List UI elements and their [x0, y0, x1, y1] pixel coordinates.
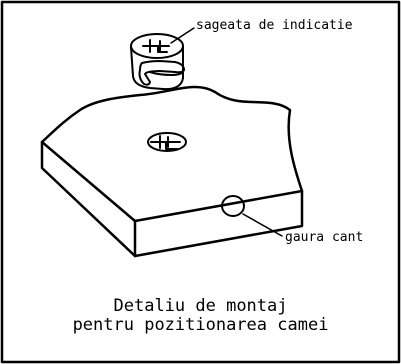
arrow-indicator-leader: [170, 27, 195, 44]
board-top-surface: [40, 85, 304, 223]
cam-body: [130, 46, 184, 91]
cam-fitting: [130, 33, 185, 91]
board-left-face: [40, 140, 137, 258]
cam-slot-inner: [149, 71, 184, 76]
edge-hole-leader: [242, 213, 283, 237]
board: [40, 85, 304, 258]
board-front-face: [133, 189, 304, 258]
cam-top-marking: [142, 39, 170, 53]
edge-hole-label: gaura cant: [285, 230, 364, 245]
cam-slot: [138, 60, 185, 86]
surface-hole: [147, 132, 187, 152]
caption-line-1: Detaliu de montaj: [113, 296, 288, 316]
caption: Detaliu de montaj pentru pozitionarea ca…: [0, 297, 401, 335]
caption-line-2: pentru pozitionarea camei: [72, 315, 329, 335]
arrow-indicator-label: sageata de indicatie: [196, 18, 353, 33]
edge-hole: [221, 195, 245, 217]
